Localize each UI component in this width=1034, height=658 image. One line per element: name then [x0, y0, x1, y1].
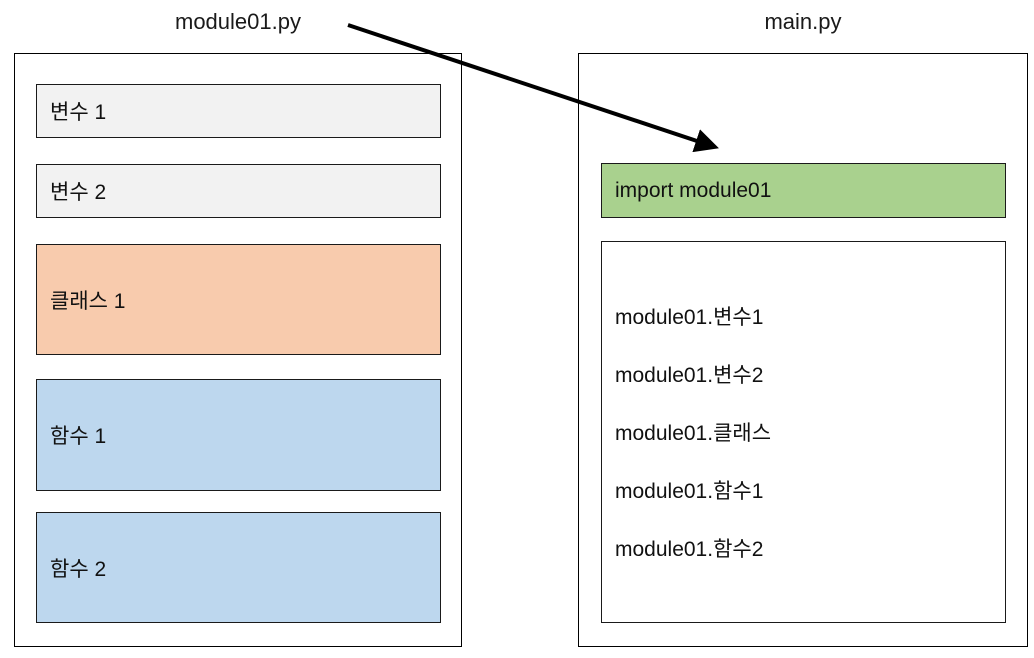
usage-line-class: module01.클래스 [615, 422, 772, 445]
module-member-function-2: 함수 2 [36, 512, 441, 623]
main-file-title: main.py [764, 9, 842, 34]
usage-line-variable-2: module01.변수2 [615, 364, 764, 387]
import-statement-box: import module01 [601, 163, 1006, 218]
module-member-variable-1: 변수 1 [36, 84, 441, 138]
module-member-class-1: 클래스 1 [36, 244, 441, 355]
usage-line-function-1: module01.함수1 [615, 480, 764, 503]
module-member-function-1: 함수 1 [36, 379, 441, 491]
main-file-box: import module01 module01.변수1 module01.변수… [578, 53, 1028, 647]
usage-line-function-2: module01.함수2 [615, 538, 764, 561]
usage-list-box: module01.변수1 module01.변수2 module01.클래스 m… [601, 241, 1006, 623]
module-file-box: 변수 1 변수 2 클래스 1 함수 1 함수 2 [14, 53, 462, 647]
module-file-title: module01.py [175, 9, 301, 34]
usage-line-variable-1: module01.변수1 [615, 306, 764, 329]
module-member-variable-2: 변수 2 [36, 164, 441, 218]
